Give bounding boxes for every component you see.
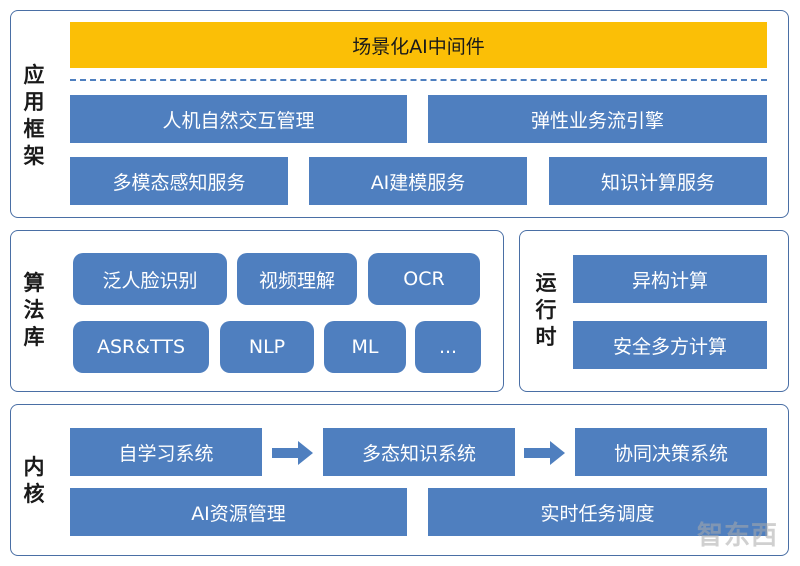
- nlp-box: NLP: [220, 321, 314, 373]
- knowledge-computing-box: 知识计算服务: [549, 157, 767, 205]
- dashed-divider: [70, 79, 767, 81]
- more-algorithms-box: ...: [415, 321, 481, 373]
- heterogeneous-computing-box: 异构计算: [573, 255, 767, 303]
- polymorphic-knowledge-system-box: 多态知识系统: [323, 428, 515, 476]
- flow-arrow-icon: [524, 441, 565, 465]
- scenario-ai-middleware-banner: 场景化AI中间件: [70, 22, 767, 68]
- ai-resource-management-box: AI资源管理: [70, 488, 407, 536]
- application-framework-label: 应 用 框 架: [23, 63, 45, 168]
- hci-management-box: 人机自然交互管理: [70, 95, 407, 143]
- runtime-label: 运 行 时: [535, 271, 557, 349]
- ml-box: ML: [324, 321, 406, 373]
- asr-tts-box: ASR&TTS: [73, 321, 209, 373]
- elastic-workflow-engine-box: 弹性业务流引擎: [428, 95, 767, 143]
- multimodal-perception-box: 多模态感知服务: [70, 157, 288, 205]
- algorithm-library-label: 算 法 库: [23, 271, 45, 349]
- ai-modeling-box: AI建模服务: [309, 157, 527, 205]
- face-recognition-box: 泛人脸识别: [73, 253, 227, 305]
- ocr-box: OCR: [368, 253, 480, 305]
- secure-multiparty-computing-box: 安全多方计算: [573, 321, 767, 369]
- self-learning-system-box: 自学习系统: [70, 428, 262, 476]
- video-understanding-box: 视频理解: [237, 253, 357, 305]
- watermark-logo: 智东西: [696, 521, 778, 551]
- flow-arrow-icon: [272, 441, 313, 465]
- collaborative-decision-system-box: 协同决策系统: [575, 428, 767, 476]
- realtime-task-scheduling-box: 实时任务调度: [428, 488, 767, 536]
- kernel-label: 内 核: [23, 455, 45, 506]
